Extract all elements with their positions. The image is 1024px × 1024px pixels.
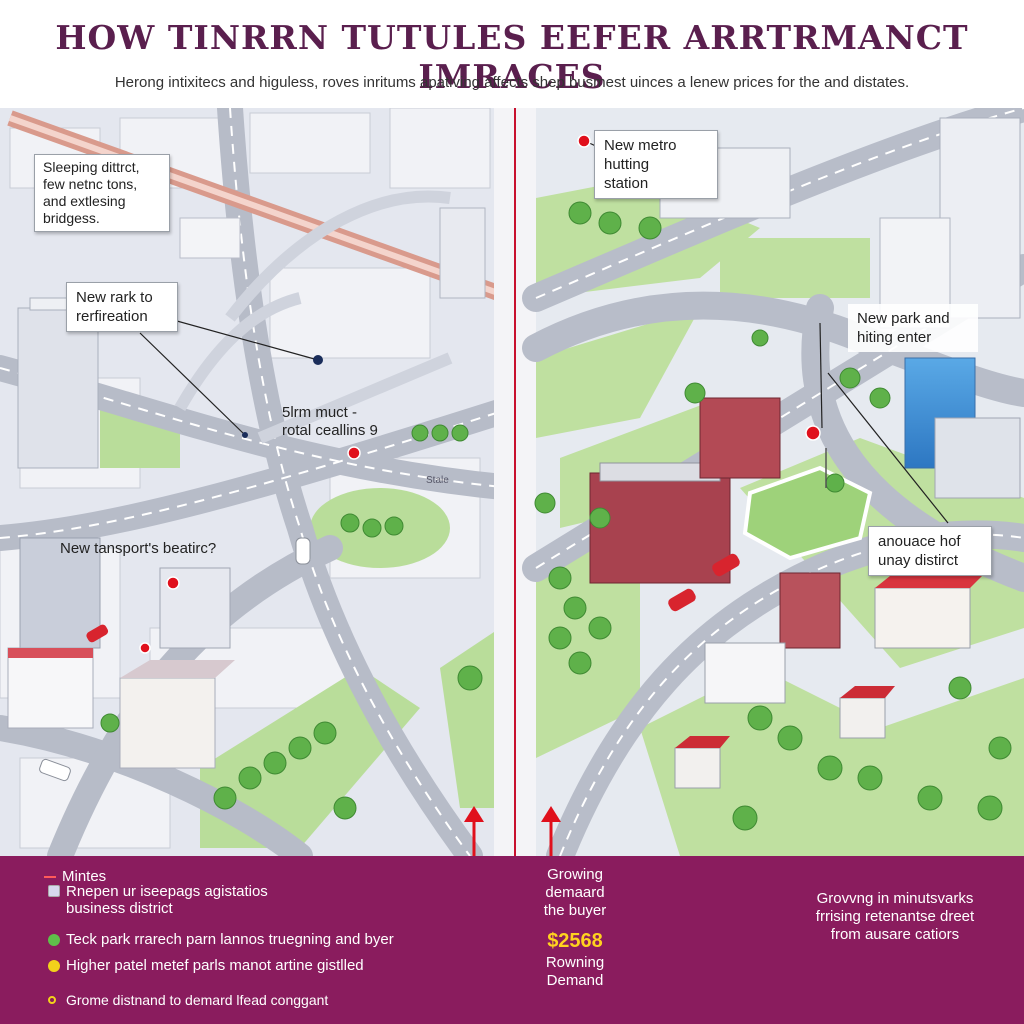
callout-new-park-hiring: New park and hiting enter bbox=[848, 304, 978, 352]
legend-item-business: Rnepen ur iseepags agistatios business d… bbox=[66, 883, 268, 917]
label-stale: Stale bbox=[426, 475, 449, 486]
legend-green-dot-icon bbox=[48, 934, 60, 946]
legend-yellow-dot-icon bbox=[48, 960, 60, 972]
legend-ring-icon bbox=[48, 996, 56, 1004]
legend-square-icon bbox=[48, 885, 60, 897]
city-map-svg bbox=[0, 108, 1024, 856]
callout-new-park: New rark to rerfireation bbox=[66, 282, 178, 332]
right-buildings bbox=[589, 117, 1021, 789]
city-map-illustration: Sleeping dittrct, few netnc tons, and ex… bbox=[0, 108, 1024, 856]
header: HOW TINRRN TUTULES EEFER ARRTRMANCT IMRA… bbox=[0, 0, 1024, 108]
label-firm-rental: 5lrm muct - rotal ceallins 9 bbox=[282, 404, 378, 439]
page-subtitle: Herong intixitecs and higuless, roves in… bbox=[114, 74, 910, 91]
vehicles bbox=[86, 553, 740, 643]
legend-heading: Mintes bbox=[44, 868, 106, 885]
rowning-demand-label: Rowning Demand bbox=[545, 954, 605, 989]
callout-new-metro: New metro hutting station bbox=[594, 130, 718, 199]
label-new-transport: New tansport's beatirc? bbox=[60, 540, 217, 557]
page-title: HOW TINRRN TUTULES EEFER ARRTRMANCT IMRA… bbox=[55, 18, 969, 96]
left-markers bbox=[139, 446, 361, 654]
right-note: Grovvng in minutsvarks frrising retenant… bbox=[815, 890, 975, 943]
legend-item-higher: Higher patel metef parls manot artine gi… bbox=[66, 957, 364, 974]
growth-arrows bbox=[464, 806, 561, 856]
right-markers bbox=[577, 134, 821, 441]
growing-demand-label: Growing demaard the buyer bbox=[543, 866, 607, 919]
legend-dash-icon bbox=[44, 876, 56, 879]
callout-district: anouace hof unay distirct bbox=[868, 526, 992, 576]
legend-item-demand: Grome distnand to demard lfead conggant bbox=[66, 992, 329, 1008]
price-value: $2568 bbox=[547, 930, 603, 952]
left-buildings bbox=[7, 207, 486, 769]
legend-item-tech-park: Teck park rrarech parn lannos truegning … bbox=[66, 931, 394, 948]
callout-sleeping-district: Sleeping dittrct, few netnc tons, and ex… bbox=[34, 154, 170, 232]
legend-panel: Mintes Rnepen ur iseepags agistatios bus… bbox=[0, 856, 1024, 1024]
